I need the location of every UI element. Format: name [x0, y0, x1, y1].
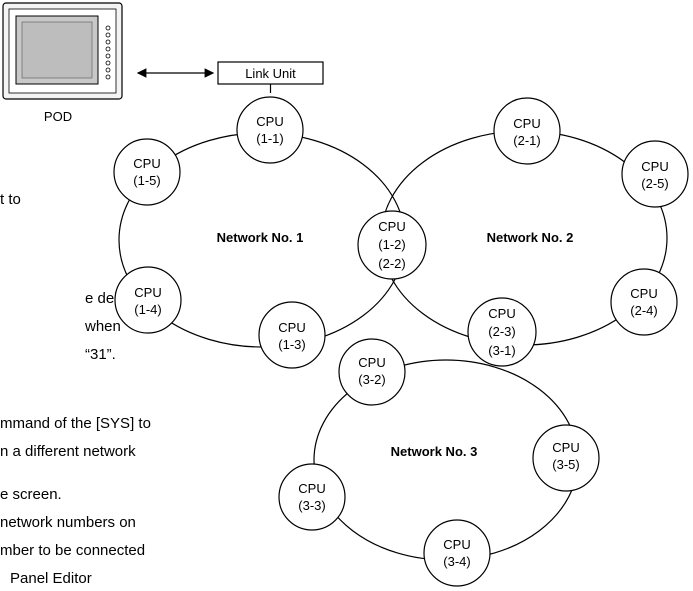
cpu-id: (1-5) — [133, 173, 160, 188]
cpu-label: CPU — [256, 114, 283, 129]
cpu-node-3-5: CPU (3-5) — [532, 424, 600, 492]
cpu-label: CPU — [133, 156, 160, 171]
body-text-line: Panel Editor — [10, 570, 92, 587]
pod-device — [2, 2, 123, 100]
cpu-node-1-2-2-2: CPU (1-2) (2-2) — [357, 210, 427, 280]
cpu-id: (1-1) — [256, 131, 283, 146]
network-1-label: Network No. 1 — [217, 230, 304, 245]
cpu-id: (3-5) — [552, 457, 579, 472]
body-text-line: when — [85, 318, 121, 335]
network-2-label: Network No. 2 — [487, 230, 574, 245]
cpu-node-1-5: CPU (1-5) — [113, 138, 181, 206]
cpu-node-1-4: CPU (1-4) — [114, 266, 182, 334]
cpu-label: CPU — [552, 440, 579, 455]
body-text-line: mmand of the [SYS] to — [0, 415, 151, 432]
cpu-label: CPU — [134, 285, 161, 300]
cpu-label: CPU — [298, 481, 325, 496]
cpu-node-2-4: CPU (2-4) — [610, 268, 678, 336]
cpu-id: (1-4) — [134, 302, 161, 317]
cpu-label: CPU — [443, 537, 470, 552]
cpu-id: (2-5) — [641, 176, 668, 191]
cpu-node-1-3: CPU (1-3) — [258, 301, 326, 369]
body-text-line: mber to be connected — [0, 542, 146, 559]
body-text-line: “31”. — [85, 346, 116, 363]
body-text-line: e screen. — [0, 486, 62, 503]
cpu-id: (3-1) — [488, 343, 515, 358]
cpu-label: CPU — [630, 286, 657, 301]
cpu-label: CPU — [278, 320, 305, 335]
pod-label: POD — [44, 109, 72, 124]
cpu-id: (3-3) — [298, 498, 325, 513]
cpu-node-1-1: CPU (1-1) — [236, 96, 304, 164]
cpu-label: CPU — [488, 306, 515, 321]
cpu-label: CPU — [358, 355, 385, 370]
cpu-label: CPU — [513, 116, 540, 131]
cpu-node-3-3: CPU (3-3) — [278, 463, 346, 531]
cpu-label: CPU — [641, 159, 668, 174]
pod-buttons — [105, 25, 111, 80]
cpu-id: (2-4) — [630, 303, 657, 318]
body-text-line: t to — [0, 191, 21, 208]
cpu-id: (2-1) — [513, 133, 540, 148]
body-text-line: network numbers on — [0, 514, 136, 531]
cpu-id: (1-3) — [278, 337, 305, 352]
cpu-node-2-1: CPU (2-1) — [493, 97, 561, 165]
cpu-node-3-2: CPU (3-2) — [338, 338, 406, 406]
cpu-id: (3-4) — [443, 554, 470, 569]
link-unit-label: Link Unit — [245, 66, 296, 81]
network-3-label: Network No. 3 — [391, 444, 478, 459]
cpu-node-3-4: CPU (3-4) — [423, 519, 491, 587]
cpu-id: (2-2) — [378, 256, 405, 271]
cpu-id: (2-3) — [488, 324, 515, 339]
cpu-node-2-5: CPU (2-5) — [621, 140, 689, 208]
cpu-id: (3-2) — [358, 372, 385, 387]
body-text-line: n a different network — [0, 443, 136, 460]
cpu-node-2-3-3-1: CPU (2-3) (3-1) — [467, 297, 537, 367]
cpu-id: (1-2) — [378, 237, 405, 252]
cpu-label: CPU — [378, 219, 405, 234]
